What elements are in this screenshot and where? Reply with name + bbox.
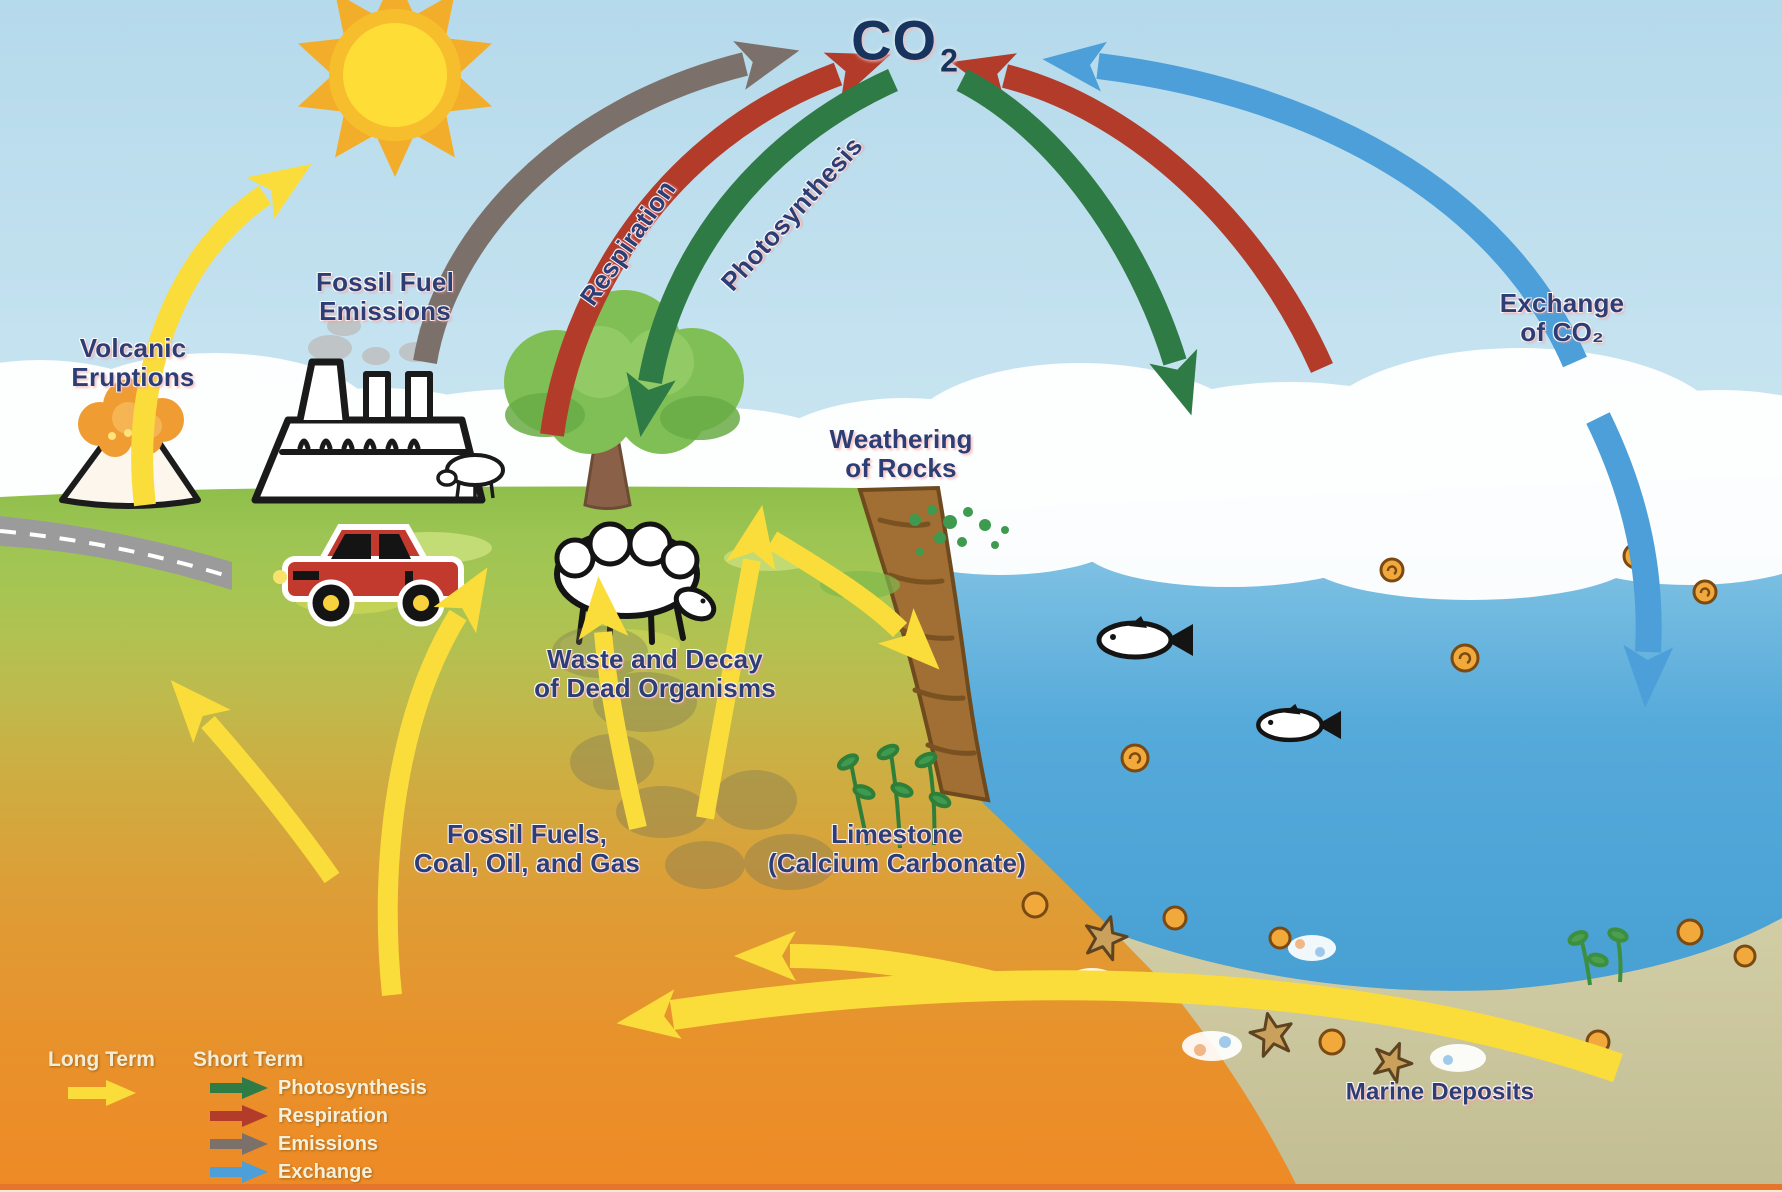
starfish-icon bbox=[1085, 915, 1414, 1084]
legend-long-term-row bbox=[68, 1076, 140, 1110]
bottom-edge bbox=[0, 1190, 1782, 1192]
legend-item-emissions: Emissions bbox=[210, 1130, 378, 1158]
legend-item-respiration: Respiration bbox=[210, 1102, 388, 1130]
fish-icon bbox=[1096, 616, 1193, 660]
respiration-arrow-ocean bbox=[950, 53, 1333, 373]
label-weathering-of-rocks: Weathering of Rocks bbox=[829, 423, 973, 483]
sand-plants-icon bbox=[1567, 927, 1629, 986]
label-limestone: Limestone (Calcium Carbonate) bbox=[767, 818, 1027, 878]
bottom-border bbox=[0, 1184, 1782, 1190]
seaweed-icon bbox=[836, 743, 952, 849]
respiration-arrow-icon bbox=[210, 1105, 268, 1127]
cow-icon bbox=[436, 453, 505, 499]
emissions-arrow-icon bbox=[210, 1133, 268, 1155]
weathering-arrow bbox=[766, 531, 940, 670]
waste-decay-arrow bbox=[578, 576, 647, 831]
photosynthesis-arrow-ocean bbox=[956, 69, 1198, 416]
volcanic-eruptions-arrow bbox=[131, 163, 312, 507]
label-fossil-fuels: Fossil Fuels, Coal, Oil, and Gas bbox=[413, 818, 641, 878]
fossil-fuel-emissions-arrow bbox=[413, 41, 800, 364]
label-exchange-of-co2: Exchange of CO₂ bbox=[1499, 287, 1625, 347]
legend-short-term-header: Short Term bbox=[193, 1048, 304, 1071]
legend-label-emissions: Emissions bbox=[278, 1132, 379, 1155]
exchange-arrow-icon bbox=[210, 1161, 268, 1183]
limestone-arrow bbox=[696, 504, 776, 820]
label-marine-deposits: Marine Deposits bbox=[1345, 1078, 1535, 1106]
legend: Long Term Short Term Photosynthesis Resp… bbox=[40, 1040, 470, 1188]
algae-icon bbox=[909, 505, 1009, 556]
legend-label-photosynthesis: Photosynthesis bbox=[278, 1076, 427, 1099]
co2-main: CO bbox=[851, 8, 938, 72]
legend-label-respiration: Respiration bbox=[278, 1104, 389, 1127]
exchange-arrow-to-atmosphere bbox=[1042, 41, 1587, 368]
land-ground bbox=[0, 486, 1300, 1192]
fossil-fuels-arrow-2 bbox=[170, 680, 340, 884]
sun-icon bbox=[297, 0, 493, 177]
legend-item-photosynthesis: Photosynthesis bbox=[210, 1074, 427, 1102]
legend-long-term-header: Long Term bbox=[48, 1048, 155, 1071]
car-icon bbox=[273, 524, 464, 627]
long-term-arrow-icon bbox=[68, 1080, 136, 1106]
marine-deposits-arrow-branch bbox=[734, 931, 1013, 999]
factory-icon bbox=[251, 316, 486, 504]
co2-subscript: 2 bbox=[940, 42, 959, 79]
arrows bbox=[131, 41, 1674, 1083]
road bbox=[0, 516, 232, 590]
fossil-fuels-arrow-1 bbox=[377, 567, 488, 997]
fish-icon bbox=[1256, 703, 1342, 743]
legend-item-exchange: Exchange bbox=[210, 1158, 372, 1186]
co2-title: CO2 bbox=[851, 8, 959, 79]
label-waste-and-decay: Waste and Decay of Dead Organisms bbox=[534, 643, 776, 703]
marine-deposits-arrow bbox=[616, 970, 1623, 1083]
respiration-arrow-land bbox=[540, 52, 891, 437]
label-fossil-fuel-emissions: Fossil Fuel Emissions bbox=[315, 266, 455, 326]
photosynthesis-arrow-icon bbox=[210, 1077, 268, 1099]
label-volcanic-eruptions: Volcanic Eruptions bbox=[71, 332, 195, 392]
exchange-arrow-to-ocean bbox=[1586, 412, 1674, 708]
photosynthesis-arrow-land bbox=[626, 69, 898, 438]
legend-label-exchange: Exchange bbox=[278, 1160, 373, 1183]
sheep-icon bbox=[554, 521, 717, 647]
